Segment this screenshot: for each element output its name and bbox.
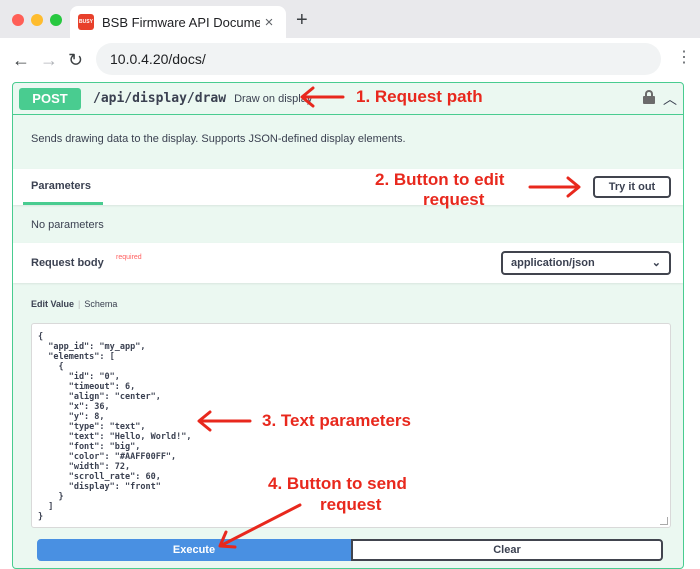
tab-edit-value[interactable]: Edit Value [31, 299, 75, 309]
url-text: 10.0.4.20/docs/ [110, 51, 206, 67]
maximize-window-button[interactable] [50, 14, 62, 26]
new-tab-icon[interactable]: + [296, 9, 308, 31]
browser-menu-icon[interactable]: ⋮ [676, 49, 692, 66]
reload-icon[interactable]: ↻ [68, 50, 84, 70]
annotation-request-path: 1. Request path [356, 87, 483, 106]
method-badge: POST [19, 87, 81, 110]
request-body-json: { "app_id": "my_app", "elements": [ { "i… [38, 332, 192, 522]
parameters-header: Parameters Try it out [13, 169, 683, 205]
chevron-down-icon: ⌄ [651, 257, 661, 269]
tab-underline [23, 202, 103, 205]
tab-parameters[interactable]: Parameters [31, 180, 91, 192]
nav-bar: ← → ↻ 10.0.4.20/docs/ ⋮ [0, 38, 700, 82]
favicon-icon: BUSY [78, 14, 94, 30]
request-body-editor[interactable]: { "app_id": "my_app", "elements": [ { "i… [31, 323, 671, 528]
lock-icon[interactable] [643, 90, 655, 104]
no-parameters-text: No parameters [31, 219, 104, 231]
content-type-select[interactable]: application/json ⌄ [501, 251, 671, 275]
annotation-edit-button-line1: 2. Button to edit [375, 170, 505, 189]
content-type-value: application/json [511, 257, 595, 269]
required-badge: required [116, 254, 142, 261]
annotation-edit-button-line2: request [423, 190, 485, 209]
tab-schema[interactable]: Schema [84, 299, 118, 309]
page-content: POST /api/display/draw Draw on display ︿… [0, 82, 700, 569]
operation-summary[interactable]: POST /api/display/draw Draw on display ︿ [13, 83, 683, 115]
close-window-button[interactable] [12, 14, 24, 26]
request-body-title: Request body [31, 257, 104, 269]
tab-separator: | [78, 299, 81, 309]
endpoint-path: /api/display/draw [93, 91, 227, 106]
minimize-window-button[interactable] [31, 14, 43, 26]
clear-button[interactable]: Clear [351, 539, 663, 561]
operation-block: POST /api/display/draw Draw on display ︿… [12, 82, 684, 569]
annotation-send-button-line2: request [320, 495, 382, 514]
chevron-up-icon[interactable]: ︿ [663, 91, 677, 107]
annotation-text-parameters: 3. Text parameters [262, 411, 411, 430]
close-tab-icon[interactable]: × [264, 13, 274, 31]
address-bar[interactable]: 10.0.4.20/docs/ [96, 43, 661, 75]
body-tabs: Edit Value | Schema [31, 299, 117, 309]
resize-handle-icon[interactable] [660, 517, 668, 525]
try-it-out-button[interactable]: Try it out [593, 176, 671, 198]
browser-chrome: BUSY BSB Firmware API Documentation × + … [0, 0, 700, 82]
forward-arrow-icon[interactable]: → [40, 50, 58, 70]
request-body-header: Request body required application/json ⌄ [13, 243, 683, 283]
back-arrow-icon[interactable]: ← [12, 50, 30, 70]
tab-bar: BUSY BSB Firmware API Documentation × + [0, 0, 700, 38]
browser-tab[interactable]: BUSY BSB Firmware API Documentation × [70, 6, 286, 38]
endpoint-summary: Draw on display [234, 92, 313, 105]
execute-button[interactable]: Execute [37, 539, 351, 561]
tab-title: BSB Firmware API Documentation [102, 14, 260, 30]
annotation-send-button-line1: 4. Button to send [268, 474, 407, 493]
operation-description: Sends drawing data to the display. Suppo… [31, 133, 406, 145]
